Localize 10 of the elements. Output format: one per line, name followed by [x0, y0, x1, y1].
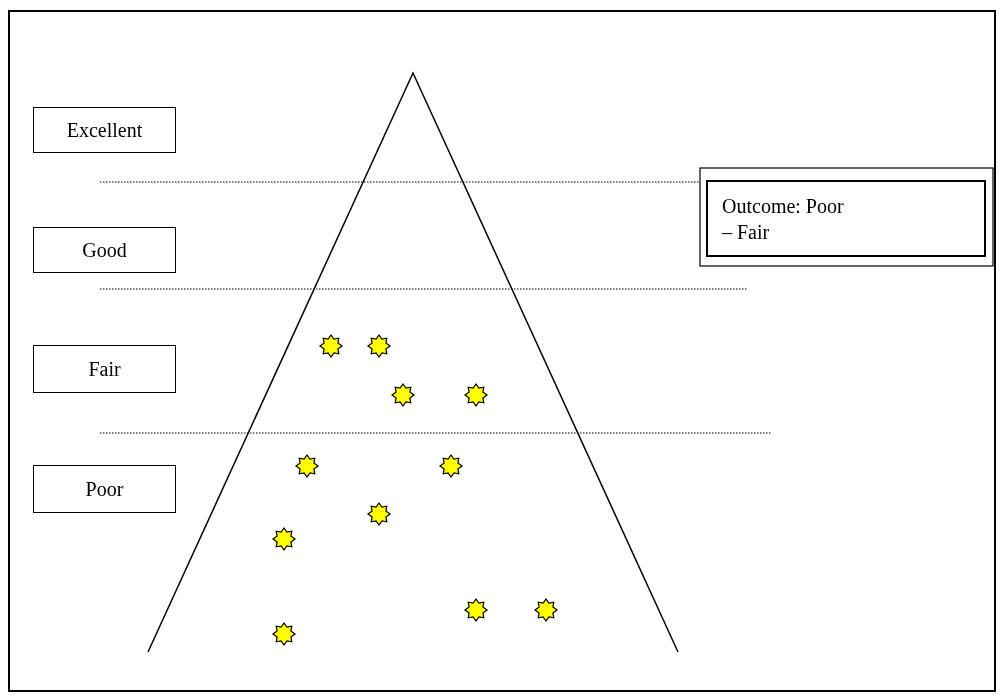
rating-label: Good — [82, 238, 127, 262]
rating-box — [33, 465, 176, 513]
outcome-text: Outcome: Poor – Fair — [722, 193, 845, 245]
outcome-box — [706, 180, 986, 257]
rating-label: Excellent — [66, 118, 143, 142]
rating-box — [33, 107, 176, 153]
rating-box — [33, 345, 176, 393]
rating-label: Fair — [88, 357, 121, 381]
rating-label: Poor — [85, 477, 124, 501]
rating-box — [33, 227, 176, 273]
